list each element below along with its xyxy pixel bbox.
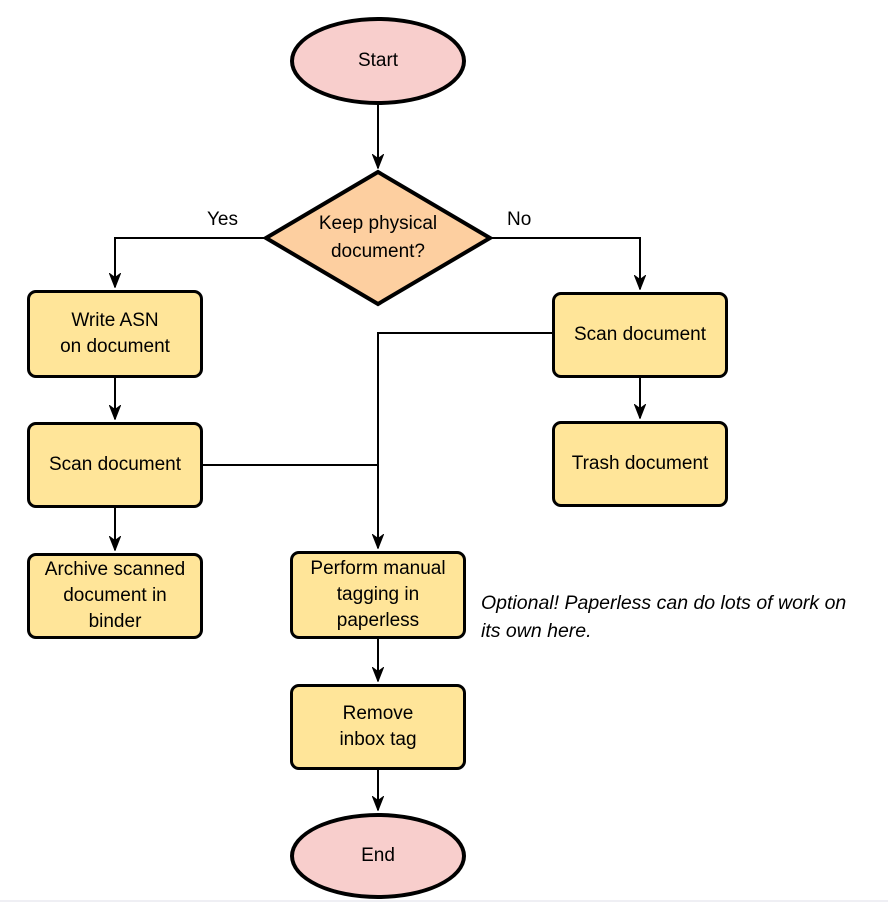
node-end: End [290,813,466,899]
node-write-asn: Write ASN on document [27,290,203,378]
edge-label-yes: Yes [207,209,238,230]
edge-label-no: No [507,209,532,230]
node-tagging-label: Perform manual tagging in paperless [310,558,446,631]
node-end-label: End [361,845,395,866]
node-trash: Trash document [552,421,728,507]
node-remove-inbox: Remove inbox tag [290,684,466,770]
node-scan-document-left: Scan document [27,422,203,508]
node-archive-label: Archive scanned document in binder [44,559,186,632]
bottom-divider [0,900,888,902]
node-trash-label: Trash document [571,453,709,474]
edge-scan-right-to-tagging [378,332,552,548]
node-scan-document-right-label: Scan document [573,324,707,345]
node-tagging: Perform manual tagging in paperless [290,551,466,639]
node-start: Start [290,17,466,105]
node-start-label: Start [357,50,399,71]
node-remove-inbox-label: Remove inbox tag [339,703,417,750]
node-decision-label: Keep physical document? [318,213,438,262]
node-scan-document-right: Scan document [552,292,728,378]
node-archive: Archive scanned document in binder [27,553,203,639]
decision-diamond-shape [262,169,494,307]
node-decision: Keep physical document? [266,175,490,301]
node-write-asn-label: Write ASN on document [60,310,170,357]
edge-decision-yes-to-write-asn [115,237,266,287]
node-scan-document-left-label: Scan document [48,454,182,475]
edge-decision-no-to-scan-right [490,237,640,289]
annotation-optional-note: Optional! Paperless can do lots of work … [481,592,847,642]
